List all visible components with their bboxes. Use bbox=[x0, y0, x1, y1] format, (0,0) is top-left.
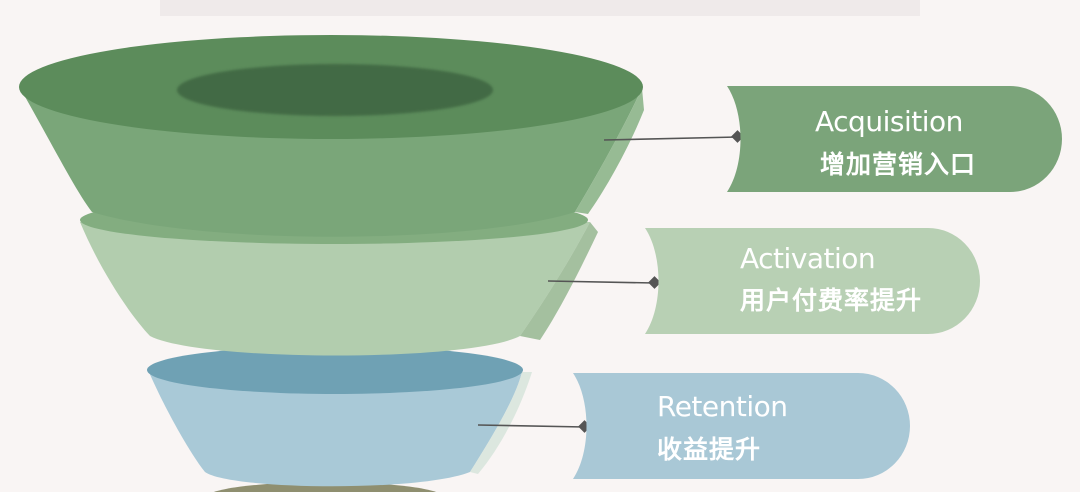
label-retention-box bbox=[573, 373, 910, 479]
funnel-hole bbox=[177, 64, 493, 116]
top-highlight bbox=[160, 0, 920, 16]
funnel-layer-retention-top bbox=[147, 346, 523, 394]
label-acquisition-subtitle: 增加营销入口 bbox=[820, 150, 976, 179]
label-retention-subtitle: 收益提升 bbox=[657, 435, 761, 464]
connector-acquisition bbox=[603, 136, 739, 141]
label-acquisition-box bbox=[727, 86, 1062, 192]
label-retention-title: Retention bbox=[657, 390, 788, 423]
label-acquisition-title: Acquisition bbox=[815, 105, 963, 138]
connector-activation bbox=[547, 280, 656, 284]
label-retention: Retention 收益提升 bbox=[573, 373, 910, 479]
label-activation-subtitle: 用户付费率提升 bbox=[740, 286, 922, 315]
funnel-layer-acquisition bbox=[19, 35, 644, 237]
connector-retention bbox=[477, 424, 586, 428]
label-acquisition: Acquisition 增加营销入口 bbox=[727, 86, 1062, 192]
label-activation: Activation 用户付费率提升 bbox=[645, 228, 980, 334]
funnel-layer-retention bbox=[147, 346, 532, 487]
label-activation-box bbox=[645, 228, 980, 334]
label-activation-title: Activation bbox=[740, 242, 875, 275]
